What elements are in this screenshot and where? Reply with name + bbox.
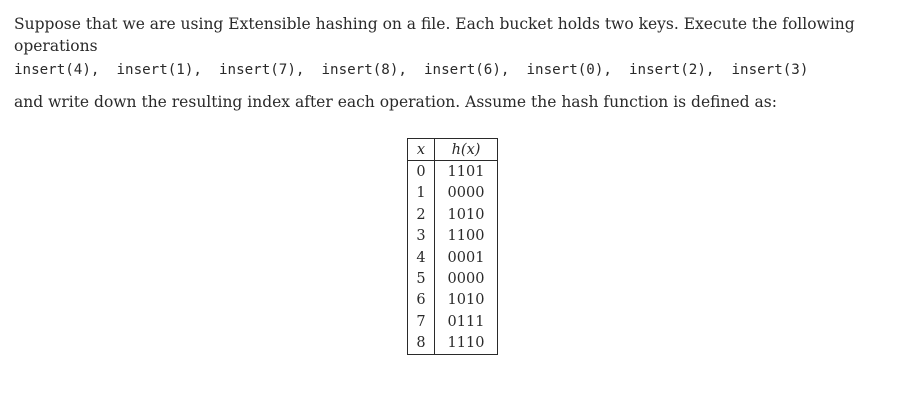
table-row: 4 0001 — [407, 246, 498, 269]
problem-text-line-1: Suppose that we are using Extensible has… — [14, 15, 855, 33]
table-cell-x: 1 — [407, 182, 435, 205]
problem-text-line-3: and write down the resulting index after… — [14, 93, 777, 111]
operations-sequence: insert(4), insert(1), insert(7), insert(… — [14, 62, 809, 78]
table-cell-x: 4 — [407, 246, 435, 269]
hash-function-table: x h(x) 0 1101 1 0000 2 1010 3 1100 4 000… — [407, 138, 498, 355]
table-cell-hx: 1100 — [447, 228, 485, 245]
table-row: 5 0000 — [407, 268, 498, 290]
table-cell-x: 3 — [407, 225, 435, 247]
table-cell-hx: 1010 — [447, 292, 485, 309]
table-cell-x: 6 — [407, 289, 435, 312]
problem-text-line-2: operations — [14, 37, 98, 55]
table-header-row: x h(x) — [407, 138, 498, 162]
table-cell-hx: 0000 — [447, 271, 485, 288]
table-cell-hx: 0000 — [447, 185, 485, 202]
table-cell-x: 0 — [407, 160, 435, 183]
table-cell-x: 8 — [407, 332, 435, 355]
table-cell-hx: 1010 — [447, 206, 485, 223]
column-header-x: x — [407, 138, 435, 162]
table-row: 2 1010 — [407, 204, 498, 226]
table-cell-x: 7 — [407, 311, 435, 333]
table-cell-hx: 0111 — [447, 313, 485, 330]
table-row: 7 0111 — [407, 311, 498, 333]
column-header-hx: h(x) — [434, 138, 498, 162]
table-row: 8 1110 — [407, 332, 498, 355]
table-cell-hx: 0001 — [447, 249, 485, 266]
table-cell-x: 5 — [407, 268, 435, 290]
table-row: 1 0000 — [407, 182, 498, 205]
table-row: 3 1100 — [407, 225, 498, 247]
table-cell-hx: 1101 — [447, 164, 485, 181]
table-cell-hx: 1110 — [447, 335, 485, 352]
table-cell-x: 2 — [407, 204, 435, 226]
table-row: 6 1010 — [407, 289, 498, 312]
table-row: 0 1101 — [407, 160, 498, 183]
